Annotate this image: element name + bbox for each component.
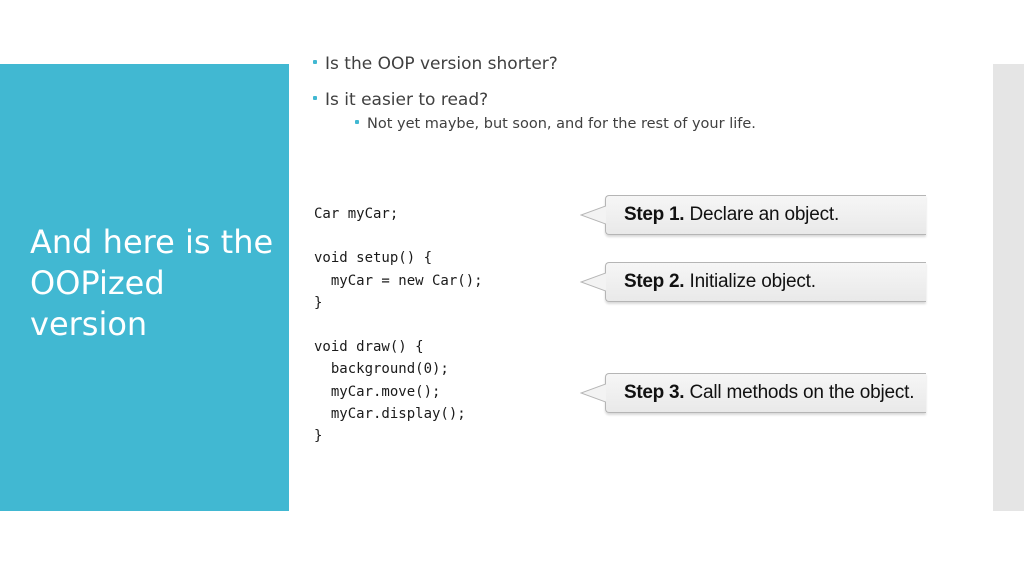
sub-bullet-item-not-yet: Not yet maybe, but soon, and for the res…: [355, 116, 756, 132]
bullet-item-easier-to-read: Is it easier to read?: [313, 90, 488, 110]
code-line: myCar.display();: [314, 405, 466, 422]
bullet-text: Is the OOP version shorter?: [325, 54, 558, 74]
code-line: }: [314, 294, 323, 311]
callout-step-text: Declare an object.: [689, 204, 840, 225]
code-line: [314, 225, 483, 247]
sub-bullet-text: Not yet maybe, but soon, and for the res…: [367, 116, 756, 132]
callout-pointer-icon: [580, 383, 606, 403]
callout-step-3: Step 3. Call methods on the object.: [580, 373, 926, 413]
callout-step-1: Step 1. Declare an object.: [580, 195, 926, 235]
callout-step-2: Step 2. Initialize object.: [580, 262, 926, 302]
code-figure: Car myCar; void setup() { myCar = new Car…: [300, 190, 926, 452]
code-line: void setup() {: [314, 250, 433, 267]
slide-title-line-2: OOPized: [30, 264, 165, 302]
slide-title-line-1: And here is the: [30, 223, 274, 261]
code-block: Car myCar; void setup() { myCar = new Car…: [314, 203, 483, 447]
bullet-text: Is it easier to read?: [325, 90, 489, 110]
bullet-marker-icon: [313, 60, 317, 64]
callout-step-text: Initialize object.: [689, 271, 816, 292]
callout-pointer-icon: [580, 272, 606, 292]
callout-step-label: Step 3.: [624, 382, 685, 403]
code-line: void draw() {: [314, 339, 424, 356]
callout-step-label: Step 1.: [624, 204, 685, 225]
right-edge-strip: [993, 64, 1024, 511]
bullet-item-oop-shorter: Is the OOP version shorter?: [313, 54, 558, 74]
callout-pointer-icon: [580, 205, 606, 225]
code-line: myCar = new Car();: [314, 272, 483, 289]
slide-title: And here is the OOPized version: [30, 222, 280, 345]
callout-step-text: Call methods on the object.: [689, 382, 915, 403]
slide-title-line-3: version: [30, 305, 148, 343]
bullet-marker-icon: [355, 120, 359, 124]
code-line: [314, 314, 483, 336]
code-line: Car myCar;: [314, 206, 399, 222]
callout-step-label: Step 2.: [624, 271, 685, 292]
code-line: background(0);: [314, 361, 449, 378]
code-line: }: [314, 427, 323, 444]
bullet-marker-icon: [313, 96, 317, 100]
title-accent-panel: [0, 64, 289, 511]
code-line: myCar.move();: [314, 383, 441, 400]
